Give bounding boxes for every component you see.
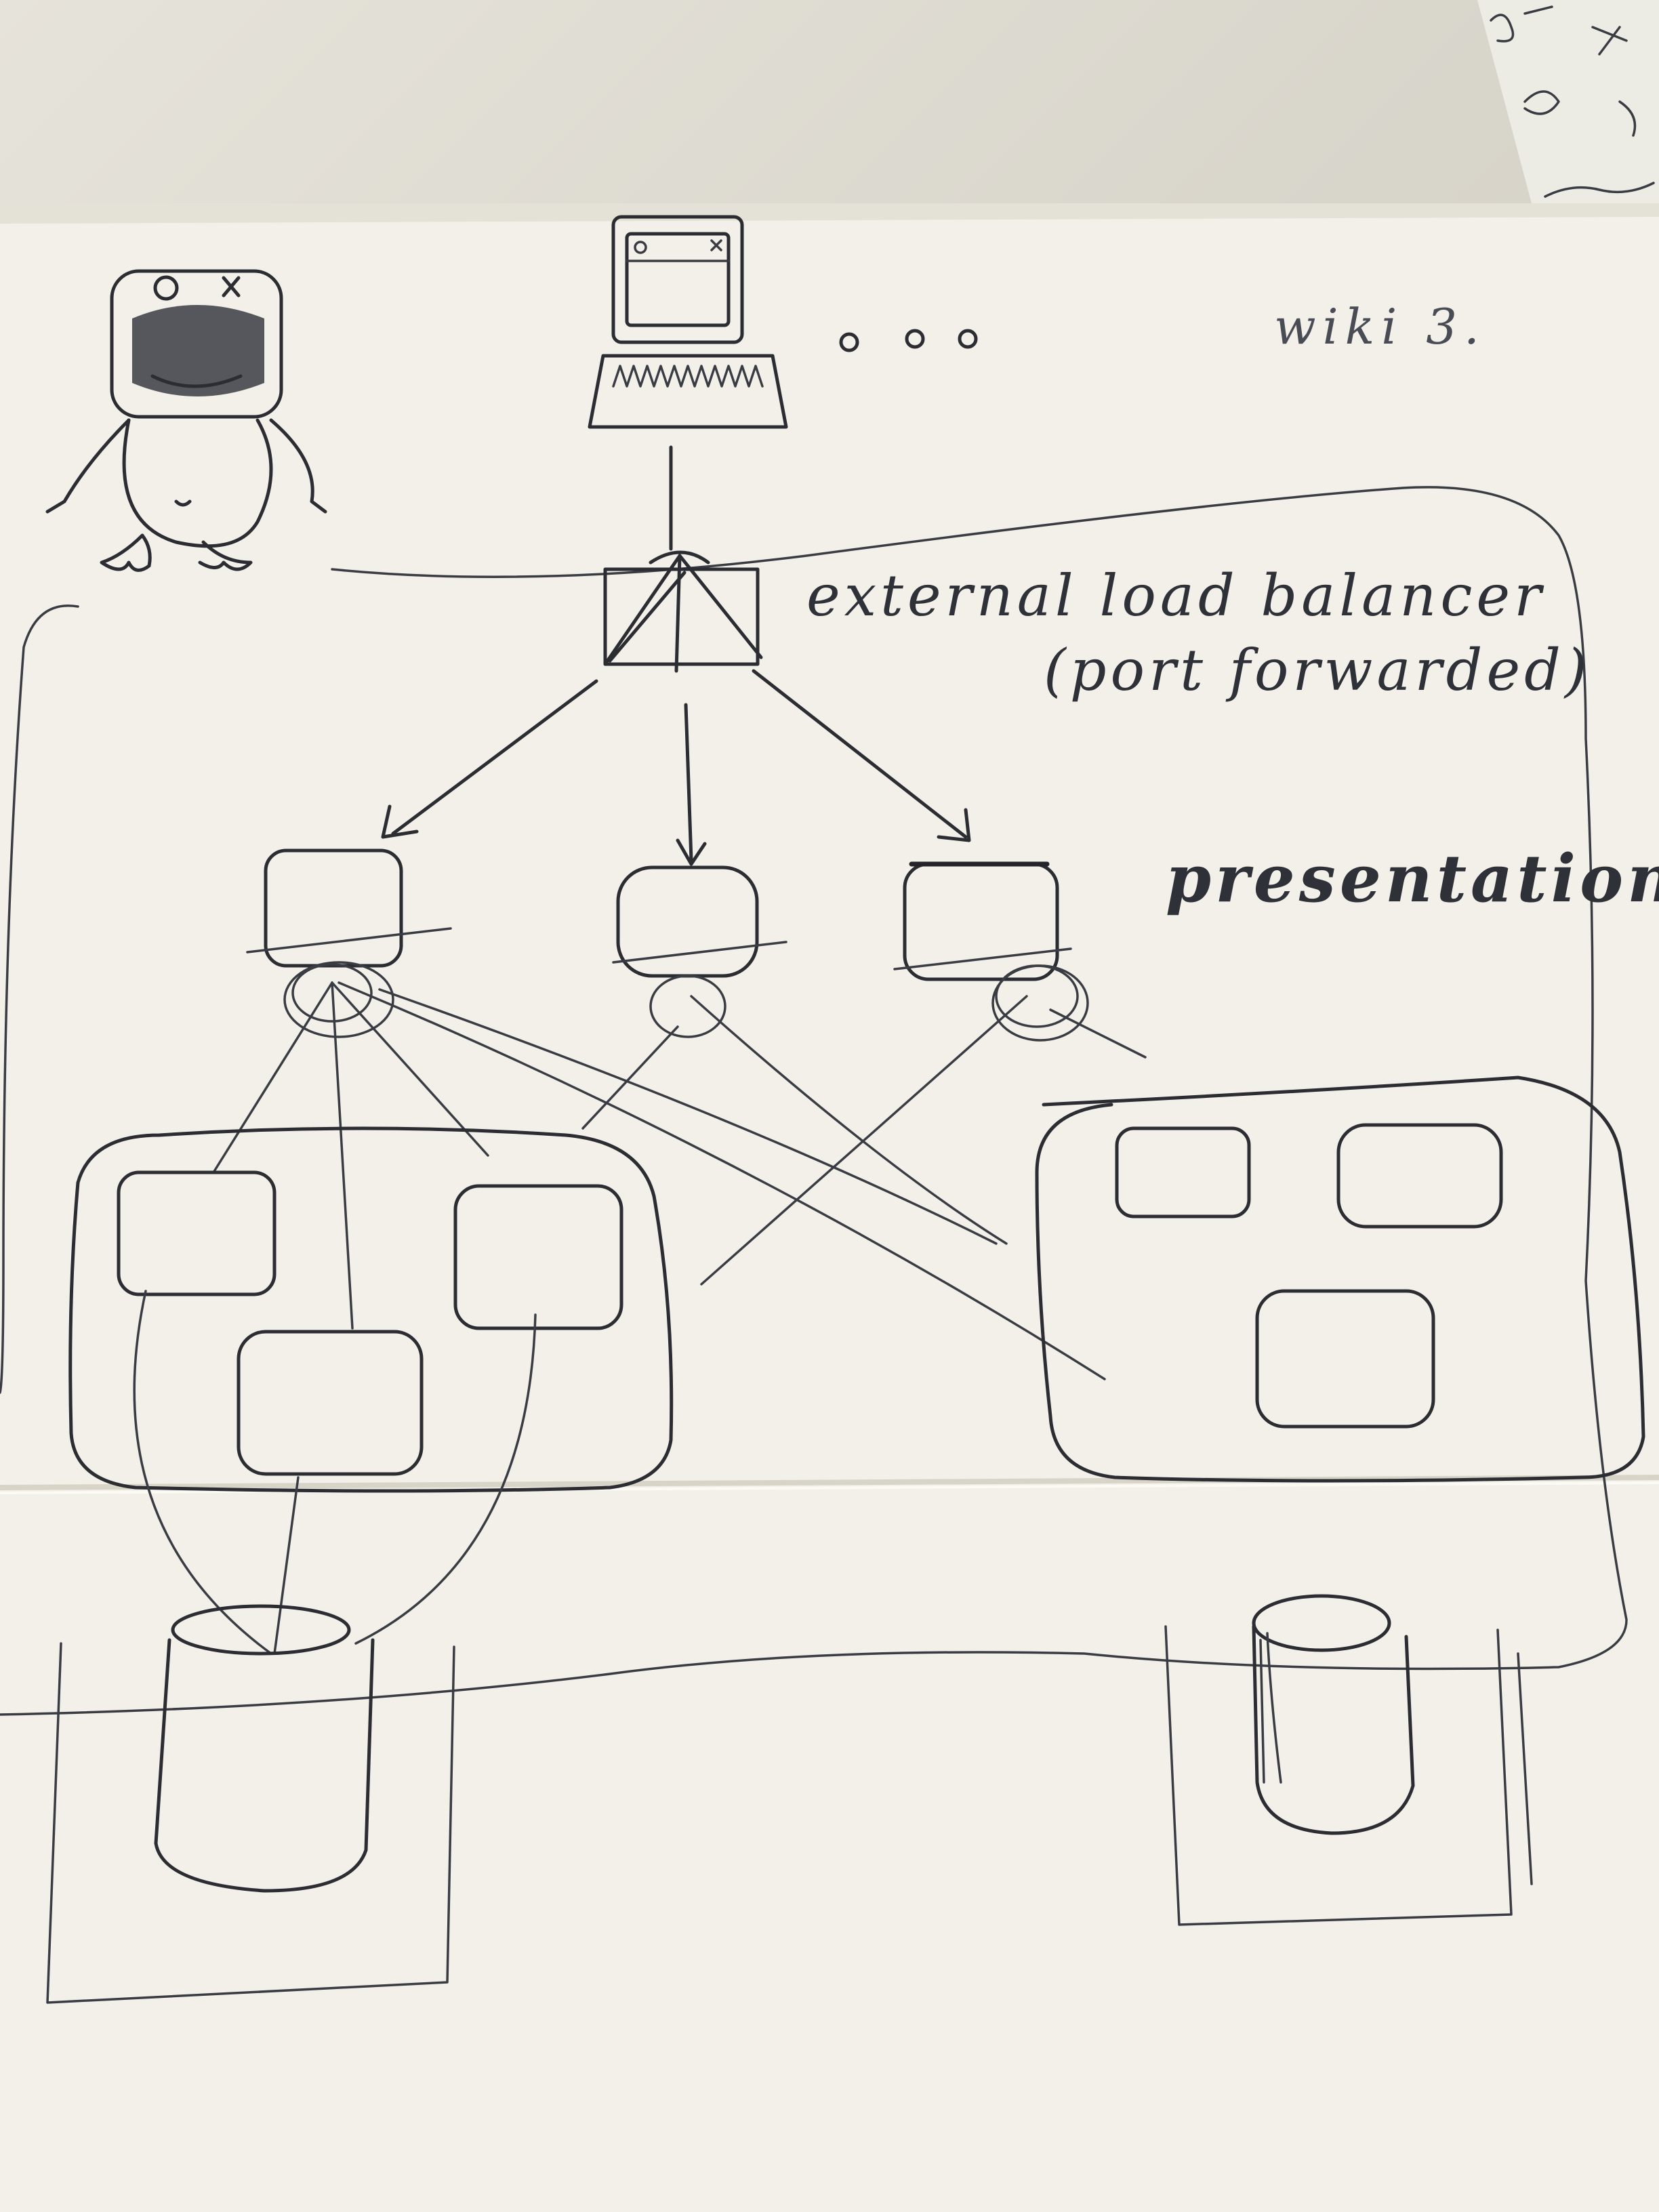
- presentation-label: presentation: [1166, 840, 1659, 917]
- database-links: [133, 1290, 537, 1655]
- database-cylinder-left: [46, 1604, 455, 2004]
- background-sheet: [1477, 0, 1659, 210]
- computer-terminal-icon: [588, 215, 788, 429]
- presentation-server-3: [893, 861, 1089, 1042]
- logic-cluster-right: [1035, 1076, 1645, 1483]
- load-balancer-note: (port forwarded): [1044, 637, 1591, 703]
- database-cylinder-right: [1164, 1594, 1533, 1926]
- load-balancer-label: external load balancer: [806, 562, 1546, 629]
- presentation-server-1: [246, 848, 452, 1038]
- wiki-label: wiki 3.: [1274, 298, 1486, 355]
- presentation-zone-boundary: [0, 486, 1628, 1716]
- presentation-links: [212, 981, 1147, 1380]
- lb-arrows: [381, 669, 971, 866]
- paper-sheet: [0, 203, 1659, 2212]
- paper-edge: [0, 203, 1659, 224]
- ellipsis-dots: [839, 329, 978, 352]
- presentation-server-2: [612, 865, 787, 1038]
- tux-penguin-icon: [45, 269, 327, 572]
- logic-cluster-left: [68, 1126, 674, 1493]
- load-balancer-icon: [603, 550, 763, 673]
